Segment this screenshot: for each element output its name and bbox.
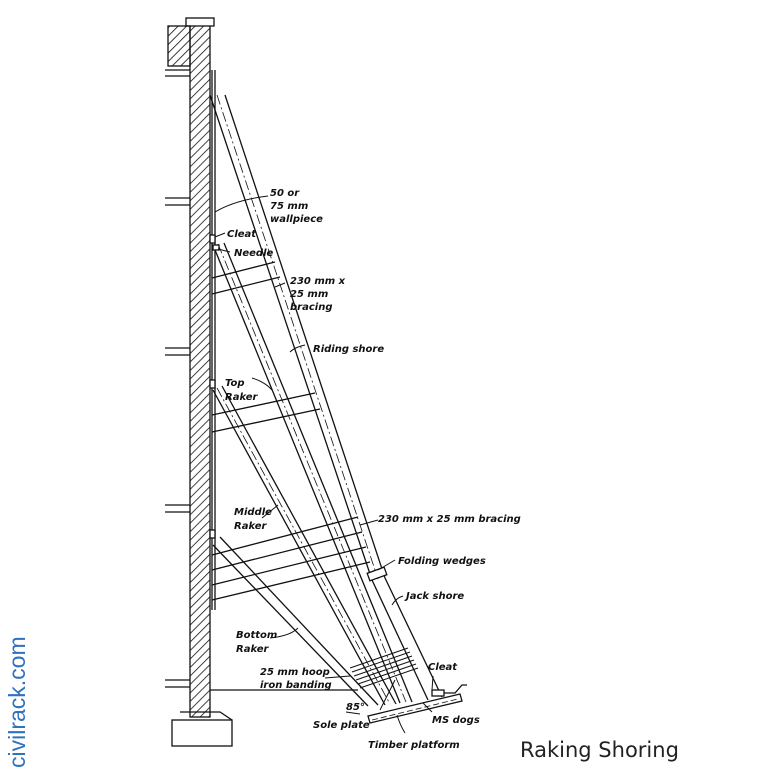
label-bracing-top-1: 230 mm x [290,276,346,287]
label-wallpiece-1: 50 or [270,188,300,199]
floor-joists [165,69,190,688]
label-hoop-banding-1: 25 mm hoop [260,667,330,678]
label-top-raker-2: Raker [225,392,259,403]
label-wallpiece-3: wallpiece [270,214,323,225]
label-jack-shore: Jack shore [404,591,464,602]
label-top-raker-1: Top [225,378,245,389]
label-bottom-raker-1: Bottom [236,630,277,641]
wall-cap [185,17,215,27]
footing-step [180,711,233,721]
riding-shore [209,94,386,581]
middle-raker [212,385,397,706]
label-angle: 85° [346,702,365,713]
top-raker [212,242,413,704]
top-floor-hatch [167,25,191,67]
bottom-raker [212,536,379,707]
jack-shore [366,566,443,701]
label-cleat-top: Cleat [227,229,257,240]
diagram-title: Raking Shoring [520,738,679,762]
footing [171,719,233,747]
hoop-iron-banding [349,647,419,689]
label-timber-platform: Timber platform [368,740,460,751]
label-bottom-raker-2: Raker [236,644,270,655]
label-hoop-banding-2: iron banding [260,680,332,691]
label-bracing-top-3: bracing [290,302,332,313]
bracing-upper [211,392,321,433]
label-folding-wedges: Folding wedges [398,556,486,567]
label-cleat-bottom: Cleat [428,662,458,673]
label-bracing-top-2: 25 mm [290,289,328,300]
label-ms-dogs: MS dogs [432,715,480,726]
cleat [209,234,216,244]
label-bracing-mid: 230 mm x 25 mm bracing [378,514,521,525]
label-wallpiece-2: 75 mm [270,201,308,212]
watermark: civilrack.com [4,636,30,768]
label-middle-raker-1: Middle [234,507,272,518]
wall [189,21,211,718]
label-sole-plate: Sole plate [313,720,370,731]
label-needle: Needle [234,248,274,259]
sole-plate [367,689,463,724]
needle [212,244,220,251]
bracing-top [211,261,281,295]
label-middle-raker-2: Raker [234,521,268,532]
bracing-middle [211,516,371,601]
label-riding-shore: Riding shore [313,344,384,355]
